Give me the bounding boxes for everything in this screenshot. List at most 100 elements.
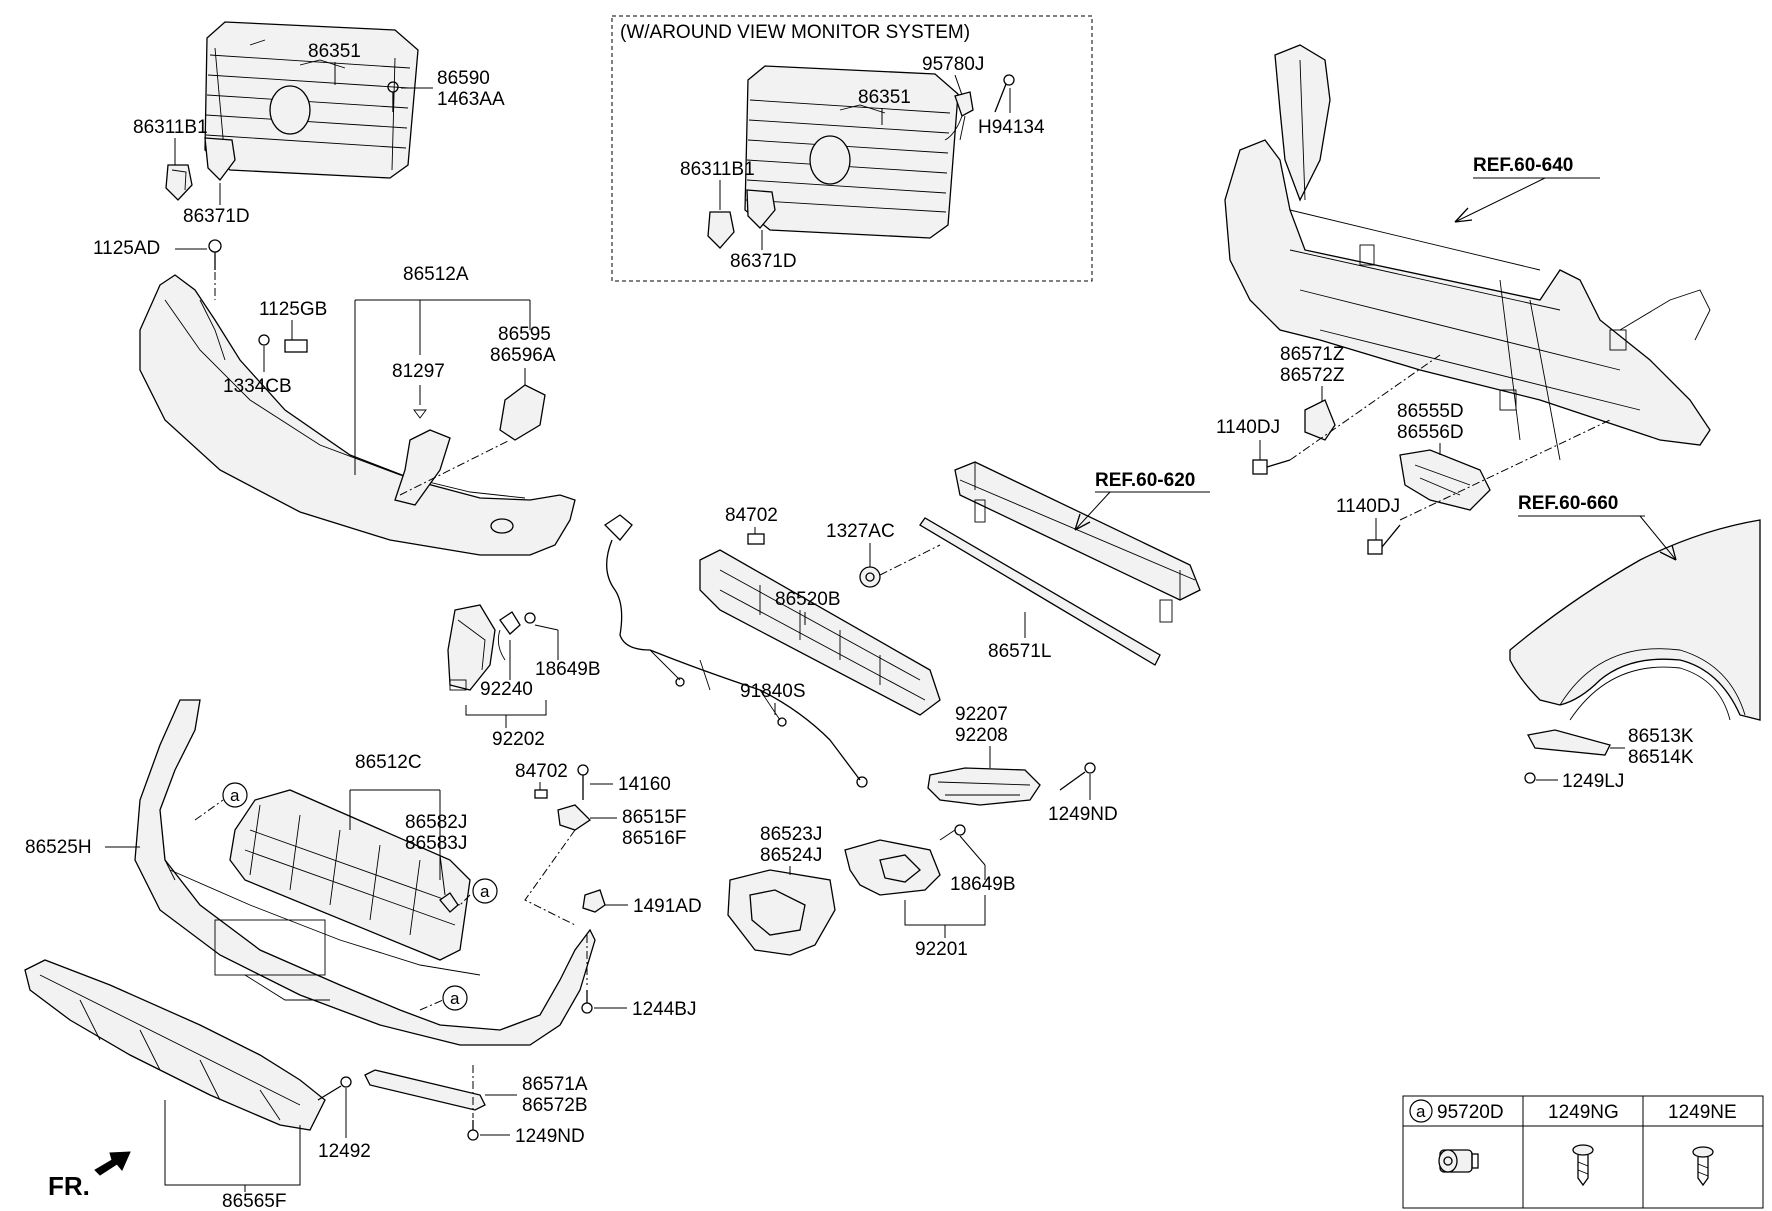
fog-lamp-connector-left [497, 611, 536, 661]
label-86572Z: 86572Z [1280, 365, 1345, 386]
label-92201: 92201 [915, 939, 968, 960]
label-92207: 92207 [955, 704, 1008, 725]
fog-lamp-connector-right [939, 824, 966, 841]
callout-a-1 [222, 782, 248, 808]
label-86572B: 86572B [522, 1095, 588, 1116]
label-92208: 92208 [955, 725, 1008, 746]
legend-screw-1249NE-icon [1692, 1146, 1714, 1187]
label-1125AD: 1125AD [93, 238, 160, 259]
legend-sensor-icon [1438, 1149, 1479, 1173]
fog-lamp-right [844, 839, 941, 896]
label-86524J: 86524J [760, 845, 822, 866]
legend-col3-label: 1249NE [1668, 1102, 1737, 1123]
label-86595: 86595 [498, 324, 551, 345]
screw-1244BJ [581, 990, 593, 1014]
callout-a-2-text: a [480, 882, 490, 901]
legend-callout-a [1409, 1099, 1433, 1123]
label-86351-b: 86351 [858, 87, 911, 108]
carrier-bracket-upper [1304, 399, 1336, 441]
label-86515F: 86515F [622, 807, 686, 828]
label-86590: 86590 [437, 68, 490, 89]
fender-bracket [1524, 729, 1611, 784]
front-fender [1509, 519, 1761, 721]
side-molding-strip [364, 1069, 486, 1111]
ref-60-620: REF.60-620 [1095, 470, 1195, 491]
callout-a-3 [442, 985, 468, 1011]
lower-grille-clip [439, 892, 459, 913]
label-86565F: 86565F [222, 1191, 286, 1211]
label-1249ND-a: 1249ND [1048, 804, 1118, 825]
label-92240: 92240 [480, 679, 533, 700]
legend-col2-label: 1249NG [1548, 1102, 1619, 1123]
bumper-wiring-harness [603, 514, 868, 788]
legend-screw-1249NG-icon [1572, 1144, 1594, 1187]
front-bumper-beam [954, 461, 1201, 623]
avm-box-title: (W/AROUND VIEW MONITOR SYSTEM) [620, 22, 970, 43]
nut-1327AC [859, 566, 881, 588]
legend-callout-a-text: a [1416, 1102, 1426, 1121]
label-86596A: 86596A [490, 345, 556, 366]
label-1327AC: 1327AC [826, 521, 895, 542]
label-18649B-b: 18649B [950, 874, 1016, 895]
bolt-84702-a [747, 533, 765, 545]
ref-60-660: REF.60-660 [1518, 493, 1618, 514]
grille-bolt-left [387, 81, 399, 112]
label-86525H: 86525H [25, 837, 92, 858]
label-86311B1-a: 86311B1 [133, 117, 208, 138]
lower-bumper-cover [134, 699, 596, 1046]
license-bracket-clip [534, 764, 592, 831]
drl-lamp-right [927, 767, 1041, 806]
label-91840S: 91840S [740, 681, 806, 702]
camera-front-avm [944, 74, 1015, 141]
label-1249ND-b: 1249ND [515, 1126, 585, 1147]
label-86371D-b: 86371D [730, 251, 797, 272]
upper-bumper-cover [139, 274, 576, 556]
front-end-carrier [1224, 44, 1711, 461]
label-86514K: 86514K [1628, 747, 1694, 768]
bumper-fastener-1125GB [258, 334, 308, 353]
label-86583J: 86583J [405, 833, 467, 854]
label-86513K: 86513K [1628, 726, 1694, 747]
label-86311B1-b: 86311B1 [680, 159, 755, 180]
label-86512C: 86512C [355, 752, 422, 773]
label-12492: 12492 [318, 1141, 371, 1162]
label-86512A: 86512A [403, 264, 469, 285]
label-1244BJ: 1244BJ [632, 999, 696, 1020]
label-86571L: 86571L [988, 641, 1051, 662]
label-86523J: 86523J [760, 824, 822, 845]
bumper-fastener-1125AD [208, 239, 222, 270]
label-1463AA: 1463AA [437, 89, 505, 110]
label-1491AD: 1491AD [633, 896, 702, 917]
screw-1249ND-b [467, 1120, 479, 1141]
bolt-1140DJ-b [1367, 524, 1401, 555]
label-86516F: 86516F [622, 828, 686, 849]
fog-lamp-bracket-left [447, 604, 496, 691]
screw-12492 [317, 1076, 352, 1101]
grille-emblem-left [165, 137, 236, 201]
callout-a-3-text: a [450, 989, 460, 1008]
front-direction-arrow [94, 1151, 131, 1176]
label-18649B-a: 18649B [535, 659, 601, 680]
label-1334CB: 1334CB [223, 376, 292, 397]
label-81297: 81297 [392, 361, 445, 382]
bumper-bracket-side [499, 384, 546, 441]
label-14160: 14160 [618, 774, 671, 795]
bumper-bracket-center [394, 429, 451, 506]
label-84702-a: 84702 [725, 505, 778, 526]
bolt-1140DJ-a [1252, 459, 1291, 475]
label-86556D: 86556D [1397, 422, 1464, 443]
label-86351-a: 86351 [308, 41, 361, 62]
legend-col1-label: 95720D [1437, 1102, 1504, 1123]
drl-bolt [1059, 762, 1096, 791]
clip-1491AD [582, 889, 606, 913]
label-1140DJ-b: 1140DJ [1336, 496, 1400, 517]
legend-table: a 95720D 1249NG 1249NE [1402, 1095, 1764, 1209]
label-92202: 92202 [492, 729, 545, 750]
lower-grille [229, 789, 471, 961]
bumper-energy-absorber [699, 549, 941, 716]
avm-option-box [611, 15, 1093, 282]
grille-emblem-avm [707, 189, 776, 249]
label-1140DJ-a: 1140DJ [1216, 417, 1280, 438]
label-H94134: H94134 [978, 117, 1045, 138]
